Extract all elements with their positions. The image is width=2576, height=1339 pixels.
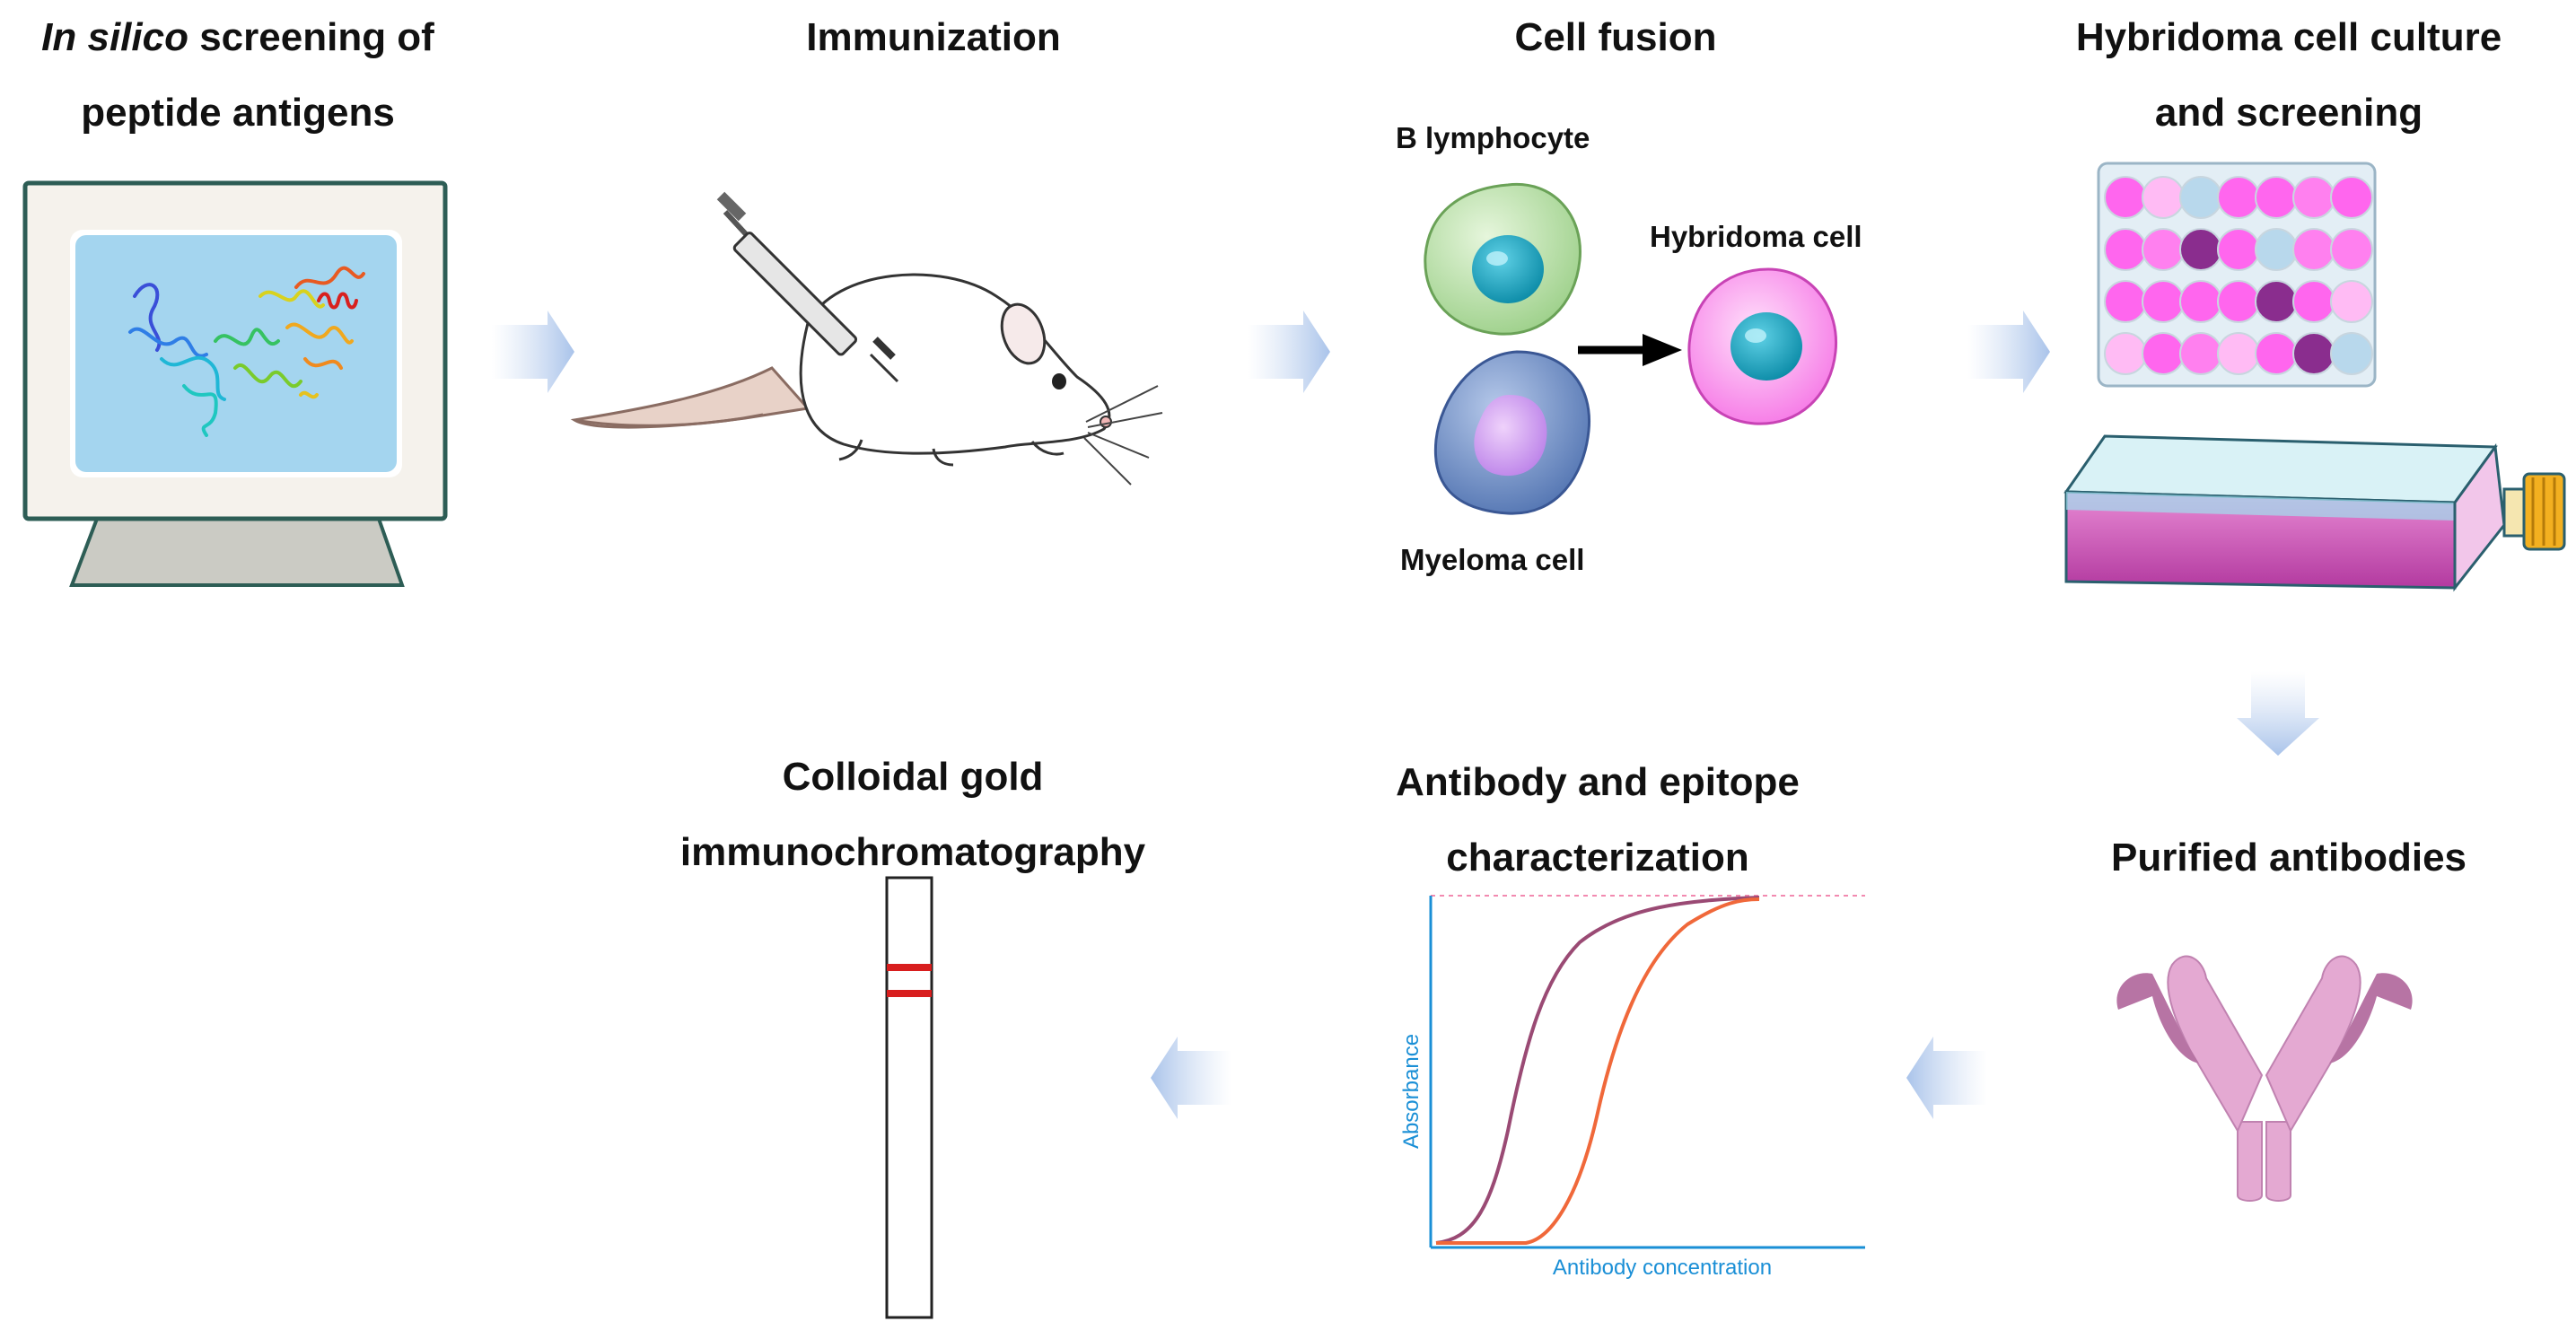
flow-arrow-3: [1967, 311, 2050, 393]
well: [2179, 176, 2222, 219]
well: [2292, 176, 2335, 219]
chart-ylabel: Absorbance: [1399, 1034, 1424, 1149]
well: [2179, 332, 2222, 375]
title-gold-line2: immunochromatography: [679, 830, 1146, 874]
antibody-icon: [2116, 955, 2413, 1202]
b-lymphocyte-cell: [1424, 182, 1582, 336]
well: [2104, 228, 2147, 271]
curve-antibody-1: [1435, 896, 1760, 1245]
flow-arrow-down: [2237, 671, 2319, 756]
title-culture-line1: Hybridoma cell culture: [2075, 15, 2502, 59]
well-plate: [2097, 162, 2377, 388]
well: [2179, 280, 2222, 323]
title-gold-line1: Colloidal gold: [782, 755, 1044, 799]
myeloma-cell: [1433, 350, 1591, 515]
chart-xlabel: Antibody concentration: [1553, 1256, 1772, 1280]
hybridoma-cell: [1687, 267, 1838, 425]
well: [2217, 280, 2260, 323]
well: [2330, 176, 2373, 219]
mouse-icon: [570, 191, 1163, 486]
well: [2104, 176, 2147, 219]
well: [2292, 332, 2335, 375]
computer-monitor-icon: [22, 180, 448, 587]
well: [2255, 228, 2298, 271]
label-hybridoma-cell: Hybridoma cell: [1650, 220, 1862, 253]
flow-arrow-left-1: [1906, 1037, 1987, 1119]
well: [2255, 176, 2298, 219]
curve-antibody-2: [1436, 897, 1760, 1245]
step-title-purified: Purified antibodies: [2020, 820, 2558, 896]
well: [2255, 280, 2298, 323]
label-myeloma-cell: Myeloma cell: [1400, 543, 1585, 576]
well: [2292, 228, 2335, 271]
title-screening-rest: screening of: [188, 15, 434, 59]
protein-structure-icon: [128, 266, 365, 437]
well: [2217, 228, 2260, 271]
title-purified-text: Purified antibodies: [2110, 836, 2467, 880]
syringe-icon: [716, 191, 899, 383]
test-strip: [885, 876, 933, 1319]
step-title-culture: Hybridoma cell culture and screening: [2020, 0, 2558, 151]
well: [2142, 332, 2185, 375]
well: [2217, 176, 2260, 219]
title-screening-emphasis: In silico: [41, 15, 188, 59]
step-title-fusion: Cell fusion: [1400, 0, 1831, 75]
well: [2142, 280, 2185, 323]
absorbance-chart: Absorbance Antibody concentration: [1399, 895, 1865, 1280]
title-immunization-text: Immunization: [806, 15, 1061, 59]
step-title-gold: Colloidal gold immunochromatography: [644, 740, 1182, 890]
fusion-arrow: [1578, 334, 1682, 366]
flow-arrow-2: [1248, 311, 1330, 393]
well: [2142, 228, 2185, 271]
well: [2217, 332, 2260, 375]
well: [2179, 228, 2222, 271]
title-characterization-line2: characterization: [1446, 836, 1749, 880]
well: [2292, 280, 2335, 323]
flow-arrow-1: [492, 311, 574, 393]
title-screening-line2: peptide antigens: [81, 91, 395, 135]
title-fusion-text: Cell fusion: [1514, 15, 1717, 59]
step-title-characterization: Antibody and epitope characterization: [1328, 745, 1867, 896]
title-characterization-line1: Antibody and epitope: [1396, 760, 1800, 804]
well: [2142, 176, 2185, 219]
well: [2330, 228, 2373, 271]
step-title-screening: In silico screening of peptide antigens: [0, 0, 476, 151]
step-title-immunization: Immunization: [709, 0, 1158, 75]
well: [2104, 332, 2147, 375]
well: [2330, 280, 2373, 323]
flow-arrow-left-2: [1151, 1037, 1231, 1119]
well: [2255, 332, 2298, 375]
well: [2330, 332, 2373, 375]
title-culture-line2: and screening: [2154, 91, 2423, 135]
well-plate-wells: [2104, 176, 2373, 375]
culture-flask-icon: [2063, 434, 2566, 592]
label-b-lymphocyte: B lymphocyte: [1396, 121, 1590, 154]
well: [2104, 280, 2147, 323]
